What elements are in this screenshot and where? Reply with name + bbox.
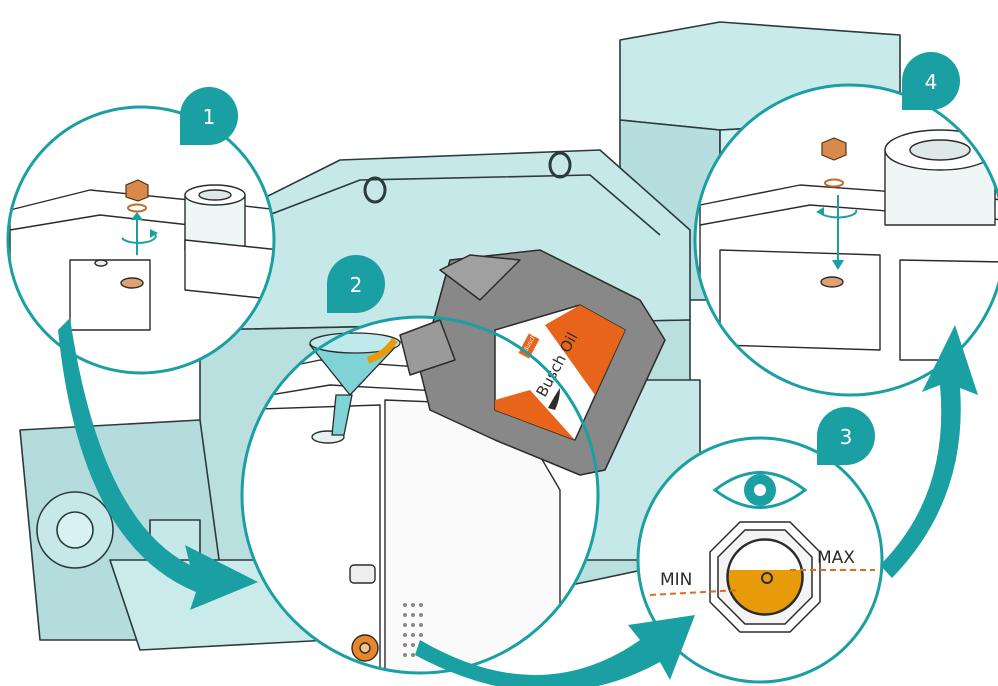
max-label: MAX	[817, 548, 855, 568]
step-badge-4: 4	[902, 52, 960, 110]
svg-text:4: 4	[925, 70, 938, 94]
step-badge-1: 1	[180, 87, 238, 145]
svg-text:3: 3	[840, 425, 853, 449]
step-badge-3: 3	[817, 407, 875, 465]
svg-text:2: 2	[350, 273, 363, 297]
svg-text:1: 1	[203, 105, 216, 129]
step-badge-2: 2	[327, 255, 385, 313]
min-label: MIN	[660, 570, 692, 590]
sight-glass	[710, 522, 820, 632]
